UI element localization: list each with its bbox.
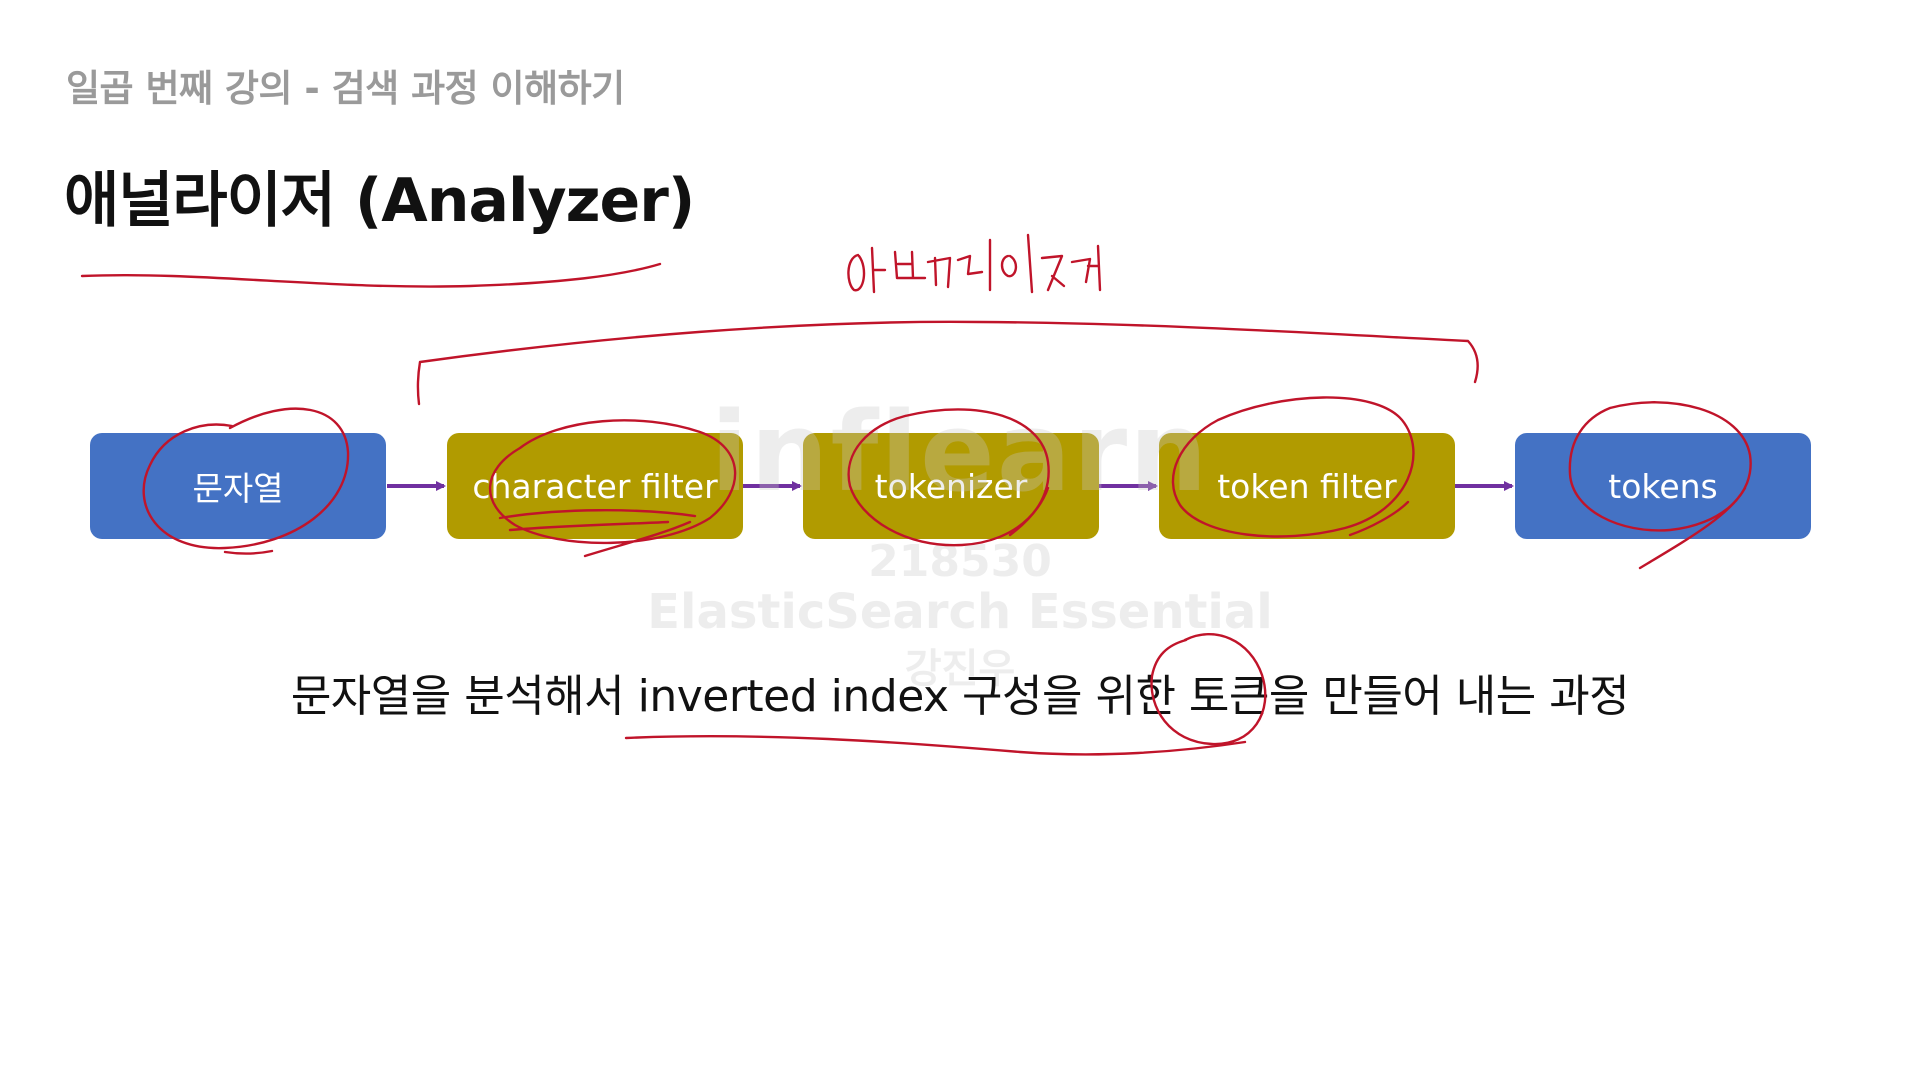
handwritten-analyzer-scrawl <box>847 233 1102 294</box>
caption: 문자열을 분석해서 inverted index 구성을 위한 토큰을 만들어 … <box>290 671 1630 722</box>
slide-title: 애널라이저 (Analyzer) <box>64 166 695 236</box>
watermark-logo: inflearn <box>710 388 1210 516</box>
watermark-course: ElasticSearch Essential <box>647 584 1273 640</box>
caption-underline <box>624 734 1247 756</box>
watermark-id: 218530 <box>868 536 1052 587</box>
title-underline <box>80 262 662 288</box>
lecture-label: 일곱 번째 강의 - 검색 과정 이해하기 <box>66 67 625 110</box>
watermark-name: 강진우 <box>904 646 1016 692</box>
